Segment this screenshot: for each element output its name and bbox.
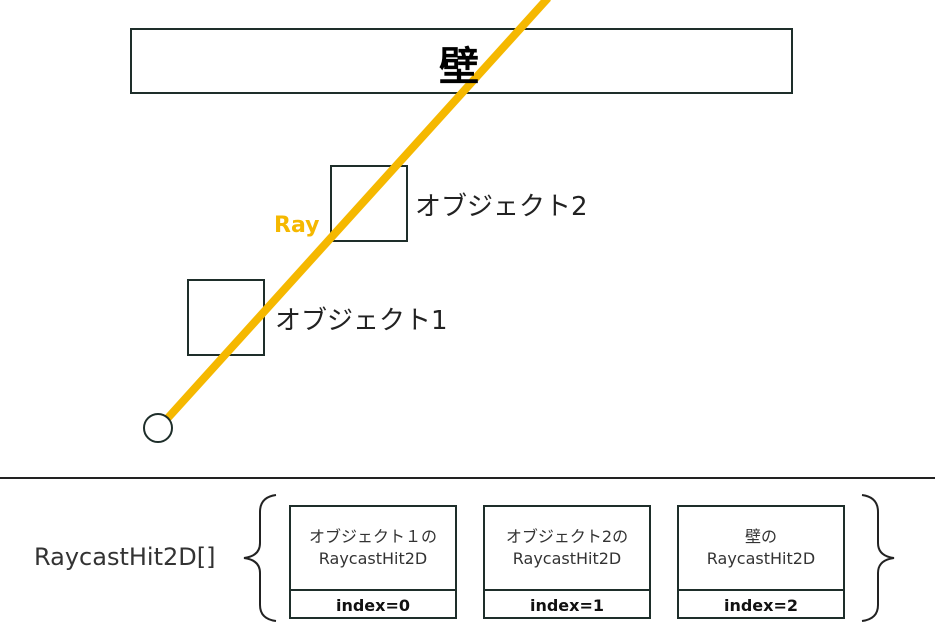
array-type-label: RaycastHit2D[] (34, 543, 216, 571)
wall-box (130, 28, 793, 94)
ray-origin-circle (143, 413, 173, 443)
hit-entry-line2: RaycastHit2D (318, 549, 428, 568)
right-brace (861, 494, 895, 622)
hit-entry-2: 壁の RaycastHit2D index=2 (677, 505, 845, 619)
hit-entry-line1: オブジェクト2の (505, 527, 629, 546)
ray-label: Ray (274, 213, 320, 238)
hit-entry-description: オブジェクト2の RaycastHit2D (485, 507, 649, 591)
ray-line (163, 0, 551, 423)
hit-entry-0: オブジェクト１の RaycastHit2D index=0 (289, 505, 457, 619)
hit-entry-line2: RaycastHit2D (512, 549, 622, 568)
hit-entry-index: index=0 (335, 595, 411, 615)
hit-entry-line1: 壁の (744, 527, 777, 546)
left-brace (243, 494, 277, 622)
object1-box (187, 279, 265, 356)
hit-entry-line1: オブジェクト１の (308, 527, 437, 546)
hit-entry-description: 壁の RaycastHit2D (679, 507, 843, 591)
wall-label: 壁 (439, 44, 479, 90)
hit-entry-description: オブジェクト１の RaycastHit2D (291, 507, 455, 591)
object2-label: オブジェクト2 (415, 192, 588, 222)
hit-entry-line2: RaycastHit2D (706, 549, 816, 568)
hit-entry-index: index=2 (723, 595, 799, 615)
hit-entry-1: オブジェクト2の RaycastHit2D index=1 (483, 505, 651, 619)
hit-entry-index: index=1 (529, 595, 605, 615)
object1-label: オブジェクト1 (275, 306, 448, 336)
